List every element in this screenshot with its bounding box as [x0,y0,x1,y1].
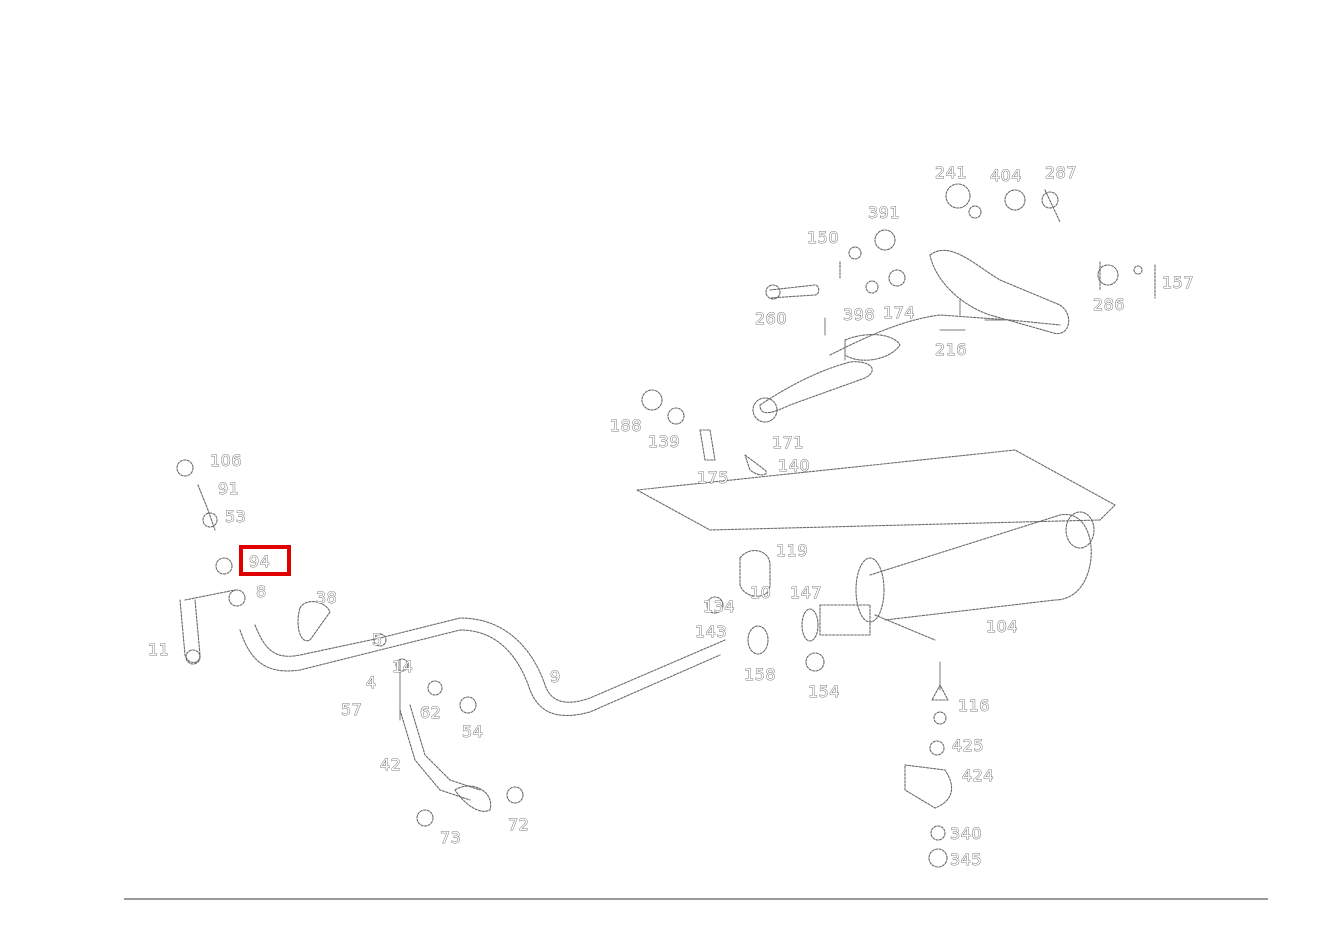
callout-143[interactable]: 143 [695,622,727,642]
callout-116[interactable]: 116 [958,696,990,716]
highlight-box [239,545,291,576]
callout-91[interactable]: 91 [218,479,240,499]
callout-53[interactable]: 53 [225,507,247,527]
callout-labels: 241 404 287 391 150 286 157 260 398 174 … [148,163,1194,870]
callout-8[interactable]: 8 [256,582,267,602]
callout-158[interactable]: 158 [744,665,776,685]
callout-150[interactable]: 150 [807,228,839,248]
callout-175[interactable]: 175 [697,468,729,488]
callout-104[interactable]: 104 [986,617,1018,637]
callout-11[interactable]: 11 [148,640,170,660]
callout-119[interactable]: 119 [776,541,808,561]
callout-38[interactable]: 38 [316,588,338,608]
callout-171[interactable]: 171 [772,433,804,453]
callout-398[interactable]: 398 [843,305,875,325]
callout-241[interactable]: 241 [935,163,967,183]
callout-62[interactable]: 62 [420,703,442,723]
callout-73[interactable]: 73 [440,828,462,848]
callout-287[interactable]: 287 [1045,163,1077,183]
callout-154[interactable]: 154 [808,682,840,702]
callout-54[interactable]: 54 [462,722,484,742]
callout-72[interactable]: 72 [508,815,530,835]
callout-425[interactable]: 425 [952,736,984,756]
callout-424[interactable]: 424 [962,766,994,786]
callout-42[interactable]: 42 [380,755,402,775]
callout-404[interactable]: 404 [990,166,1022,186]
callout-4[interactable]: 4 [366,673,377,693]
callout-139[interactable]: 139 [648,432,680,452]
callout-260[interactable]: 260 [755,309,787,329]
rear-hanger-assembly [904,661,953,868]
callout-5[interactable]: 5 [372,630,383,650]
callout-147[interactable]: 147 [790,583,822,603]
upper-arm-assembly [641,183,1156,476]
callout-106[interactable]: 106 [210,451,242,471]
front-pipe-assembly [176,459,726,827]
callout-174[interactable]: 174 [883,303,915,323]
callout-134[interactable]: 134 [703,597,735,617]
callout-140[interactable]: 140 [778,456,810,476]
callout-10[interactable]: 10 [750,583,772,603]
callout-9[interactable]: 9 [550,667,561,687]
callout-391[interactable]: 391 [868,203,900,223]
callout-157[interactable]: 157 [1162,273,1194,293]
callout-216[interactable]: 216 [935,340,967,360]
callout-57[interactable]: 57 [341,700,363,720]
callout-340[interactable]: 340 [950,824,982,844]
callout-94[interactable]: 94 [249,552,271,572]
callout-188[interactable]: 188 [610,416,642,436]
muffler-assembly [636,449,1116,672]
callout-14[interactable]: 14 [392,657,414,677]
callout-286[interactable]: 286 [1093,295,1125,315]
callout-345[interactable]: 345 [950,850,982,870]
